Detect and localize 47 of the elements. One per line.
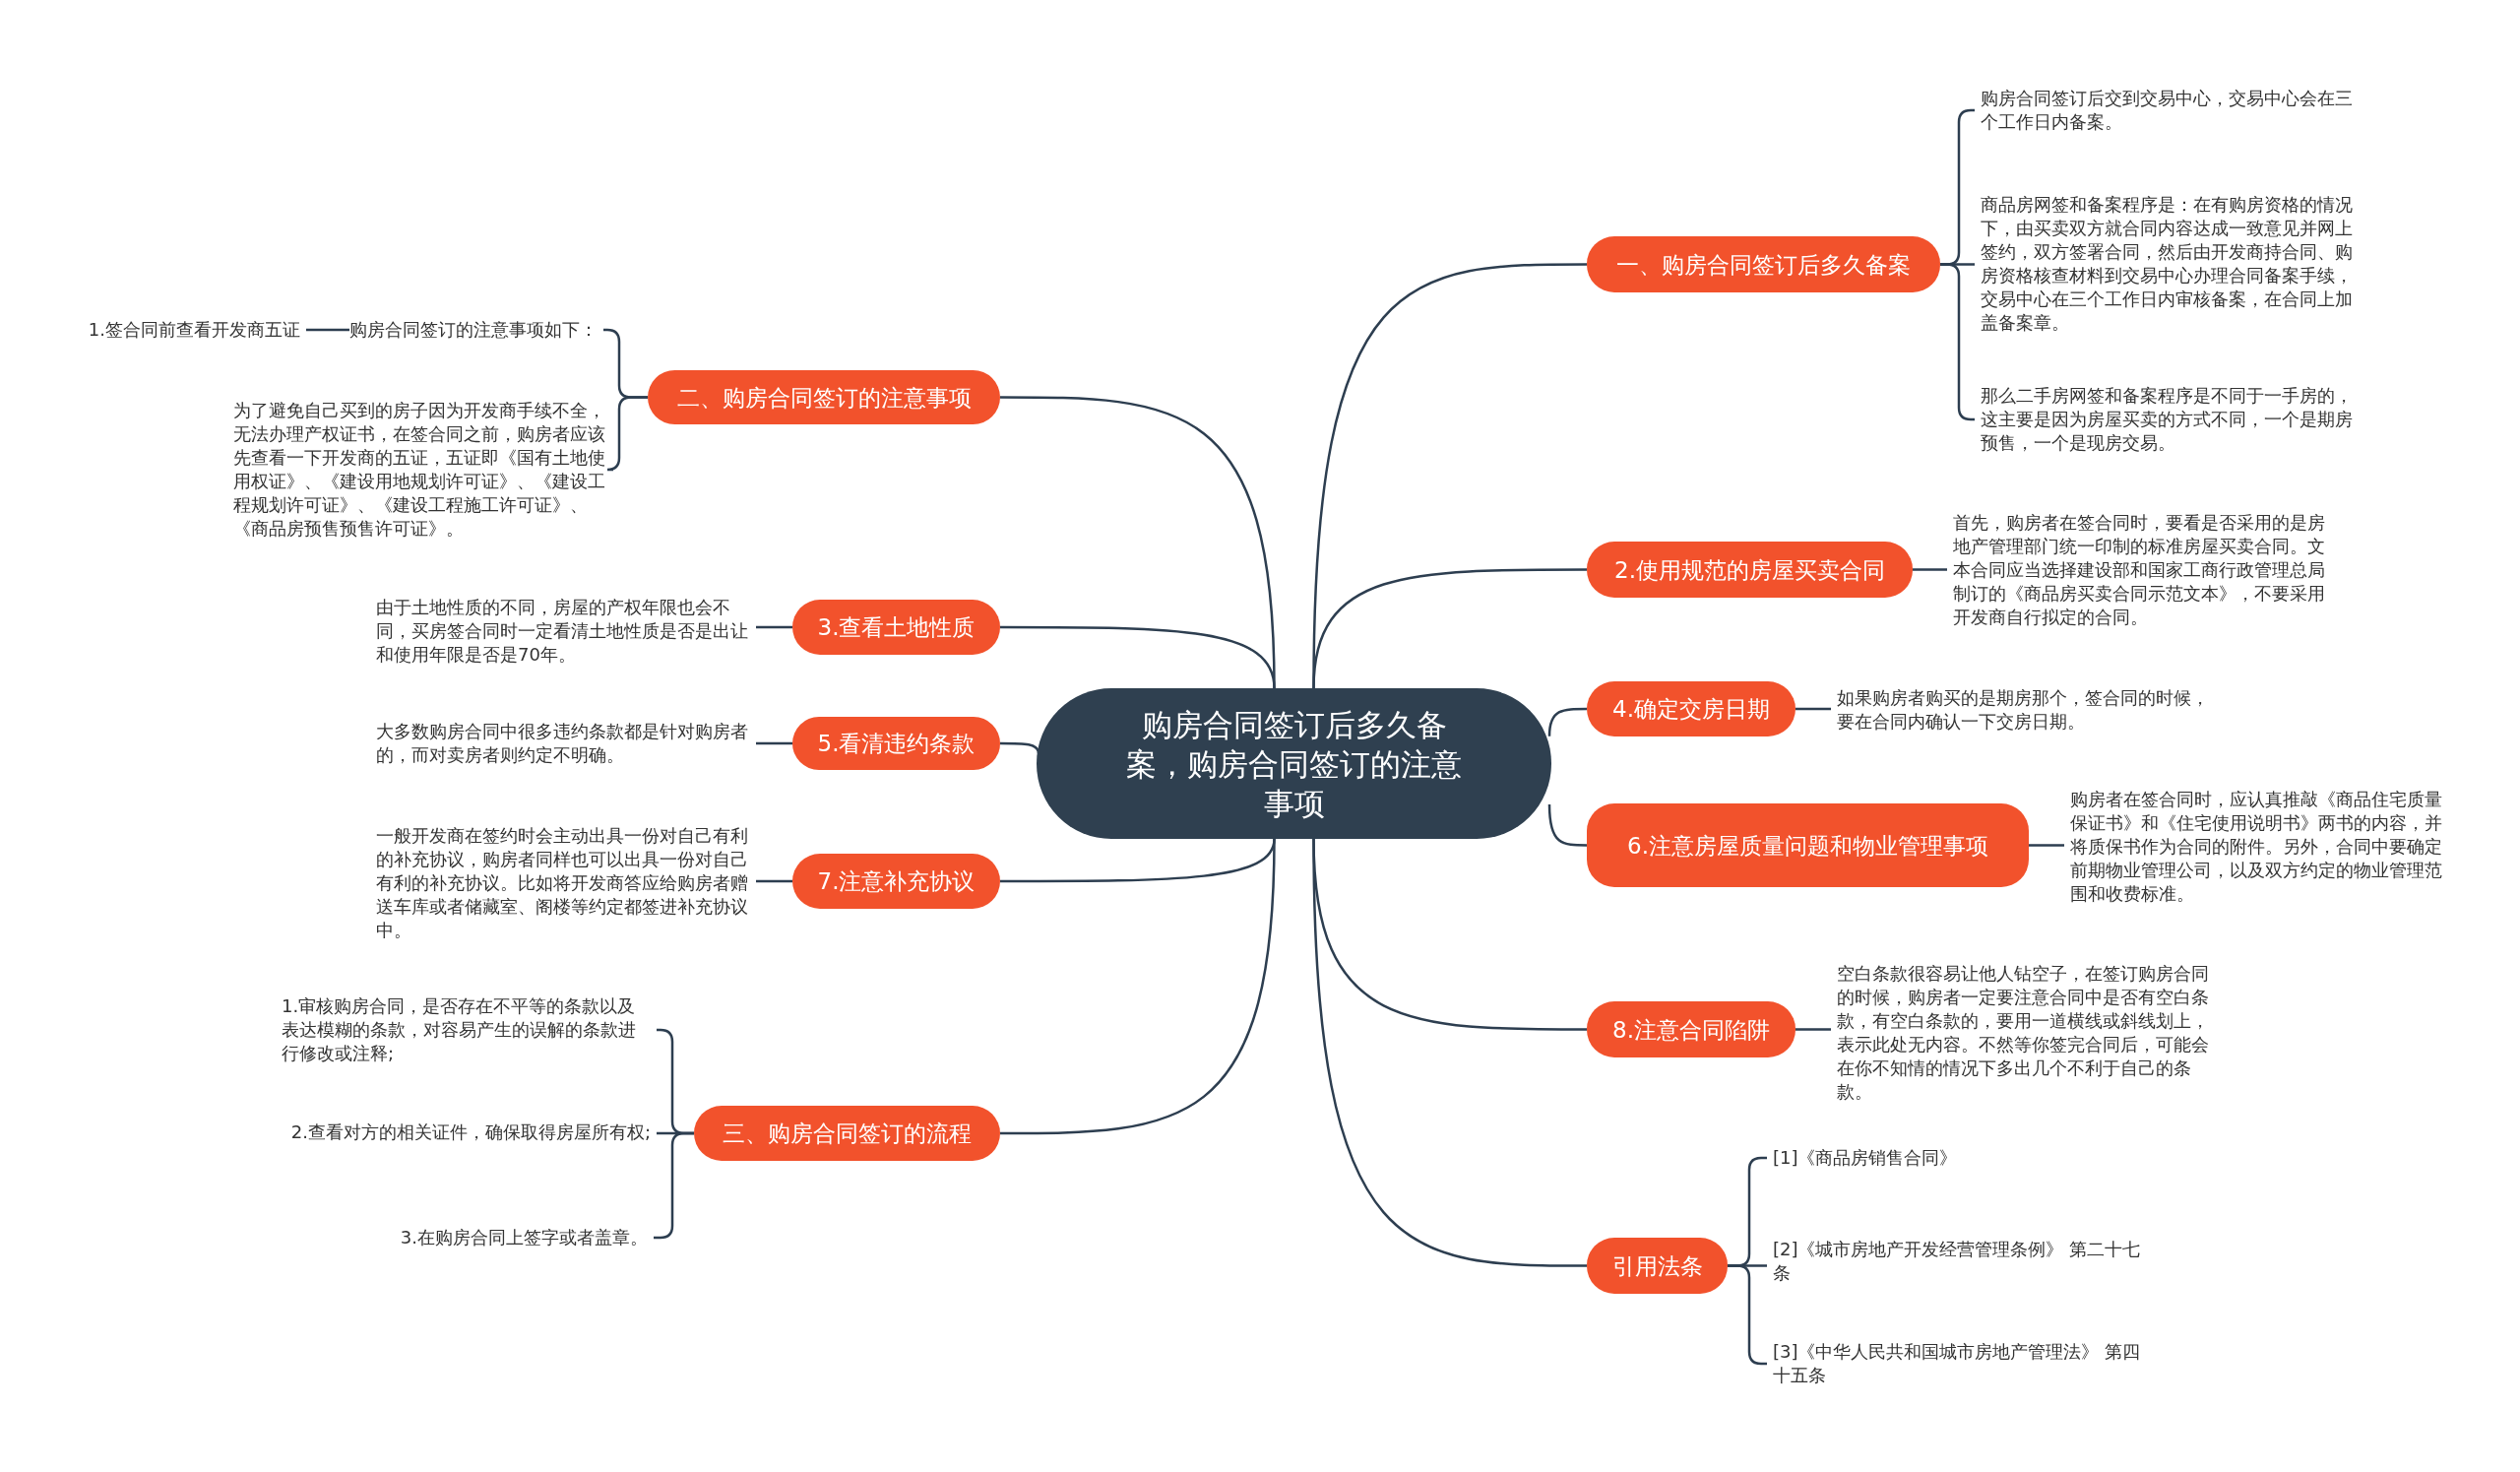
note-text: 由于土地性质的不同，房屋的产权年限也会不同，买房签合同时一定看清土地性质是否是出让和使用年限是否是70年。	[376, 596, 750, 667]
connector-line	[1000, 625, 1276, 689]
topic-pill: 7.注意补充协议	[792, 854, 1000, 909]
topic-pill: 6.注意房屋质量问题和物业管理事项	[1587, 803, 2029, 887]
connector-line	[1000, 741, 1040, 754]
topic-pill: 5.看清违约条款	[792, 717, 1000, 770]
note-text: [1]《商品房销售合同》	[1773, 1146, 1958, 1170]
connector-line	[1796, 1028, 1831, 1031]
note-text: 3.在购房合同上签字或者盖章。	[400, 1226, 648, 1249]
connector-line	[1913, 568, 1947, 571]
note-text: 一般开发商在签约时会主动出具一份对自己有利的补充协议，购房者同样也可以出具一份对自己有利的补充协议。比如将开发商答应给购房者赠送车库或者储藏室、阁楼等约定都签进补充协议中。	[376, 824, 750, 942]
note-text: [3]《中华人民共和国城市房地产管理法》 第四十五条	[1773, 1340, 2147, 1387]
note-text: 为了避免自己买到的房子因为开发商手续不全，无法办理产权证书，在签合同之前，购房者应该先查看一下开发商的五证，五证即《国有土地使用权证》、《建设用地规划许可证》、《建设工程规划许可证》、《建设工程施工许可证》、《商品房预售预售许可证》。	[233, 399, 607, 541]
note-text: 1.审核购房合同，是否存在不平等的条款以及表达模糊的条款，对容易产生的误解的条款进行修改或注释;	[282, 994, 651, 1065]
connector-line	[756, 879, 792, 883]
connector-line	[756, 625, 792, 629]
note-text: 购房者在签合同时，应认真推敲《商品住宅质量保证书》和《住宅使用说明书》两书的内容，并将质保书作为合同的附件。另外，合同中要确定前期物业管理公司，以及双方约定的物业管理范围和收费标准。	[2070, 788, 2444, 906]
note-text: 首先，购房者在签合同时，要看是否采用的是房地产管理部门统一印制的标准房屋买卖合同。文本合同应当选择建设部和国家工商行政管理总局制订的《商品房买卖合同示范文本》，不要采用开发商自行拟定的合同。	[1953, 511, 2327, 629]
topic-pill: 引用法条	[1587, 1238, 1728, 1294]
topic-pill: 4.确定交房日期	[1587, 681, 1796, 736]
topic-pill: 二、购房合同签订的注意事项	[648, 370, 1000, 424]
central-topic: 购房合同签订后多久备案，购房合同签订的注意事项	[1037, 688, 1551, 839]
topic-pill: 三、购房合同签订的流程	[694, 1106, 1000, 1161]
connector-line	[1312, 568, 1587, 689]
note-text: 2.查看对方的相关证件，确保取得房屋所有权;	[290, 1120, 651, 1144]
note-text: 大多数购房合同中很多违约条款都是针对购房者的，而对卖房者则约定不明确。	[376, 720, 750, 767]
note-text: 商品房网签和备案程序是：在有购房资格的情况下，由买卖双方就合同内容达成一致意见并网上签约，双方签署合同，然后由开发商持合同、购房资格核查材料到交易中心办理合同备案手续，交易中心在三个工作日内审核备案，在合同上加盖备案章。	[1981, 193, 2355, 335]
connector-line	[1547, 803, 1587, 847]
note-text: 那么二手房网签和备案程序是不同于一手房的，这主要是因为房屋买卖的方式不同，一个是期房预售，一个是现房交易。	[1981, 384, 2355, 455]
note-text: 如果购房者购买的是期房那个，签合同的时候，要在合同内确认一下交房日期。	[1837, 686, 2211, 734]
note-text: 购房合同签订的注意事项如下：	[349, 318, 598, 342]
connector-line	[1000, 838, 1276, 1135]
connector-line	[1547, 707, 1587, 736]
connector-line	[1312, 838, 1587, 1267]
topic-pill: 3.查看土地性质	[792, 600, 1000, 655]
connector-line	[1796, 707, 1831, 711]
connector-line	[756, 741, 792, 745]
topic-pill: 2.使用规范的房屋买卖合同	[1587, 542, 1913, 598]
connector-line	[306, 328, 349, 332]
topic-pill: 一、购房合同签订后多久备案	[1587, 236, 1940, 292]
note-text: 空白条款很容易让他人钻空子，在签订购房合同的时候，购房者一定要注意合同中是否有空白条款，有空白条款的，要用一道横线或斜线划上，表示此处无内容。不然等你签完合同后，可能会在你不知情的情况下多出几个不利于自己的条款。	[1837, 962, 2211, 1104]
note-text: 购房合同签订后交到交易中心，交易中心会在三个工作日内备案。	[1981, 87, 2355, 134]
connector-line	[605, 396, 648, 472]
note-text: [2]《城市房地产开发经营管理条例》 第二十七条	[1773, 1238, 2147, 1285]
topic-pill: 8.注意合同陷阱	[1587, 1001, 1796, 1057]
connector-line	[2029, 844, 2064, 847]
note-text: 1.签合同前查看开发商五证	[88, 318, 300, 342]
